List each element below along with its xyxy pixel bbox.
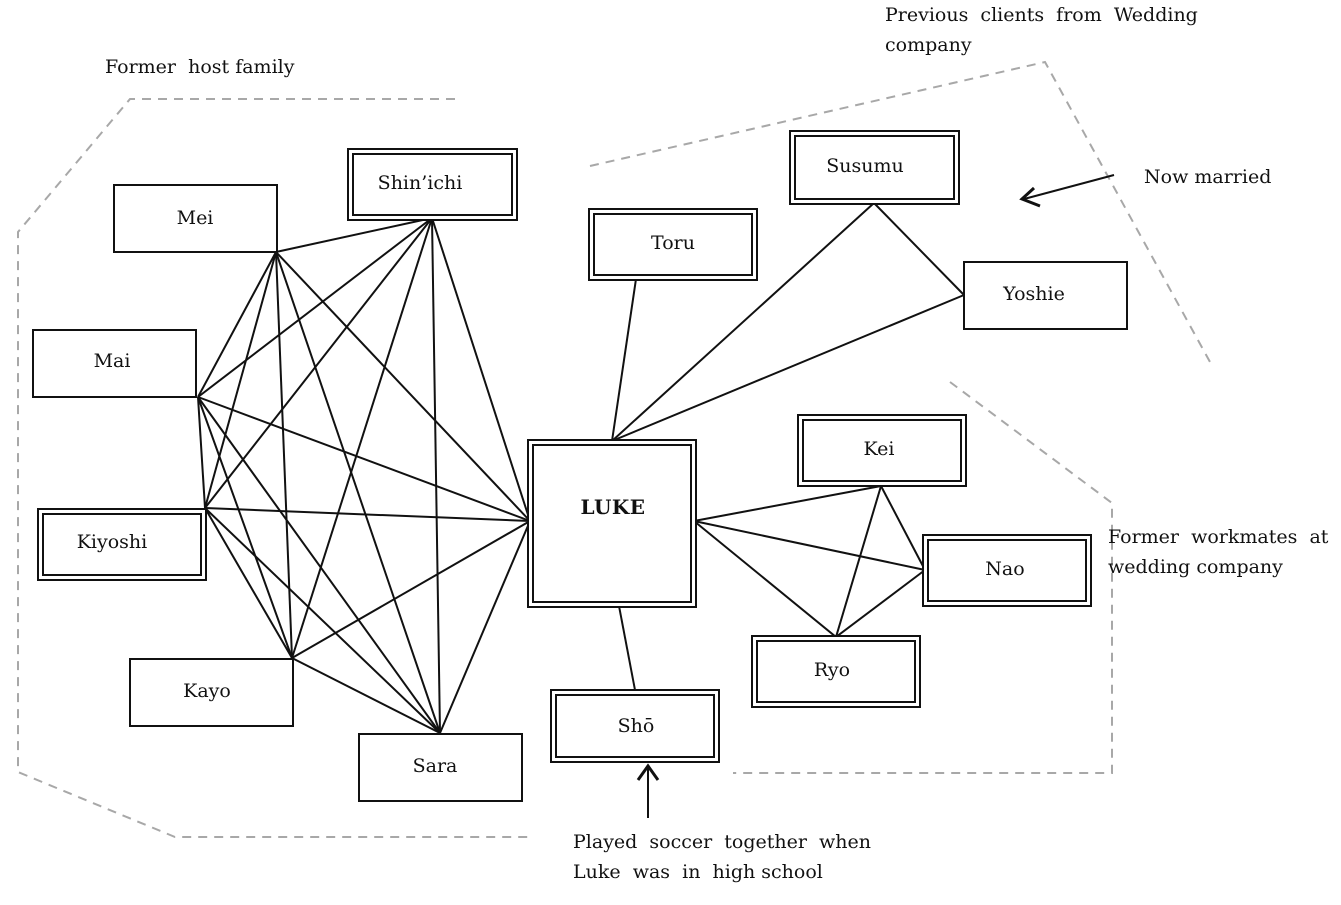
host-family-boundary — [17, 98, 532, 838]
node-luke: LUKE — [527, 439, 697, 608]
node-yoshie: Yoshie — [963, 261, 1128, 330]
node-label: Mei — [177, 207, 214, 229]
node-sara: Sara — [358, 733, 523, 802]
node-kei: Kei — [797, 414, 967, 487]
node-nao: Nao — [922, 534, 1092, 607]
node-mai: Mai — [32, 329, 197, 398]
workmates-label: Former workmates at wedding company — [1108, 526, 1329, 578]
node-kiyoshi: Kiyoshi — [37, 508, 207, 581]
workmates-boundary — [733, 381, 1113, 774]
node-mei: Mei — [113, 184, 278, 253]
host-family-connections — [197, 217, 531, 734]
node-label: Mai — [94, 350, 131, 372]
node-sho: Shō — [550, 689, 720, 763]
node-ryo: Ryo — [751, 635, 921, 708]
node-label: LUKE — [580, 495, 645, 519]
soccer-connection — [618, 605, 636, 691]
node-label: Toru — [651, 232, 695, 254]
node-label: Sara — [413, 755, 458, 777]
wedding-clients-label: Previous clients from Wedding company — [885, 4, 1198, 56]
workmates-connections — [693, 485, 926, 638]
node-label: Yoshie — [1002, 283, 1065, 305]
wedding-clients-connections — [611, 202, 965, 442]
node-kayo: Kayo — [129, 658, 294, 727]
node-label: Shō — [618, 715, 655, 737]
soccer-label: Played soccer together when Luke was in … — [573, 831, 872, 883]
node-label: Nao — [985, 558, 1024, 580]
soccer-arrow — [636, 763, 660, 818]
node-label: Kiyoshi — [77, 531, 148, 553]
node-label: Kayo — [183, 680, 231, 702]
node-label: Shin’ichi — [378, 172, 463, 194]
now-married-label: Now married — [1144, 166, 1272, 188]
node-shinichi: Shin’ichi — [347, 148, 518, 221]
node-susumu: Susumu — [789, 130, 960, 205]
node-toru: Toru — [588, 208, 758, 281]
host-family-label: Former host family — [105, 56, 295, 78]
node-label: Ryo — [814, 659, 850, 681]
node-label: Susumu — [826, 155, 904, 177]
now-married-arrow — [1019, 174, 1115, 208]
wedding-clients-boundary — [589, 60, 1211, 363]
node-label: Kei — [863, 438, 894, 460]
